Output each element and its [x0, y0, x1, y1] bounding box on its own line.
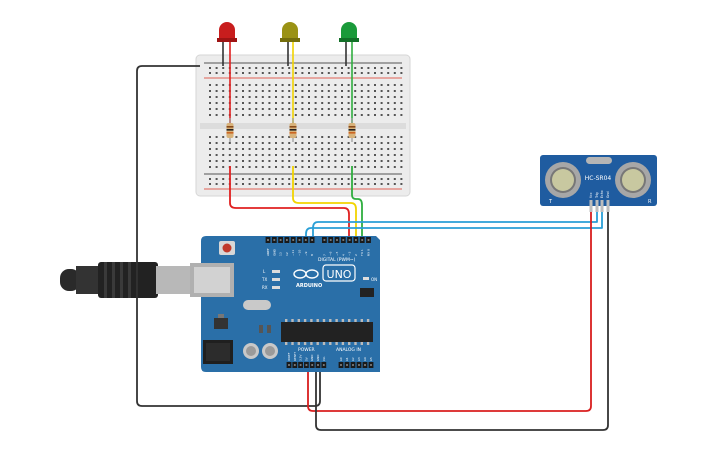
digital-pin-label: 7: [322, 254, 326, 256]
green-led: [339, 22, 359, 42]
yellow-led: [280, 22, 300, 42]
digital-pin-label: ~9: [304, 251, 308, 256]
analog-pin-label: A4: [363, 357, 367, 361]
sensor-gnd-wire: [315, 210, 609, 431]
sensor-pin-vcc: Vcc: [589, 192, 593, 198]
on-label: ON: [371, 277, 377, 282]
analog-pin-label: A3: [357, 357, 361, 361]
analog-pin-label: A5: [369, 357, 373, 361]
sensor-label: HC-SR04: [585, 175, 612, 182]
power-pin-label: RESET: [293, 352, 297, 361]
digital-pin-label: 4: [341, 254, 345, 256]
analog-pin-label: A2: [351, 357, 355, 361]
analog-pin-label: A0: [339, 357, 343, 361]
analog-label: ANALOG IN: [336, 347, 361, 353]
power-pin-label: 5V: [304, 357, 308, 361]
digital-pin-label: 13: [279, 252, 283, 256]
digital-pin-label: ~3: [348, 251, 352, 256]
digital-pin-label: 8: [310, 254, 314, 256]
digital-label: DIGITAL (PWM~): [318, 257, 356, 263]
resistor-green-channel: [348, 118, 356, 142]
power-pin-label: IOREF: [287, 352, 291, 361]
resistor-red-channel: [226, 118, 234, 142]
digital-pin-label: ~6: [329, 251, 333, 256]
breadboard-holes: [209, 67, 403, 185]
sensor-pin-gnd: Gnd: [606, 191, 610, 198]
signal-wires: [229, 166, 603, 238]
power-pin-label: 3.3V: [299, 355, 303, 361]
digital-pin-label: ~5: [335, 251, 339, 256]
led-label-l: L: [263, 269, 266, 274]
sensor-corner-right: R: [648, 199, 652, 205]
digital-pin-label: ~10: [298, 250, 302, 256]
power-pin-label: Vin: [322, 356, 326, 361]
red-led: [217, 22, 237, 42]
power-label: POWER: [298, 347, 315, 353]
arduino-model: UNO: [327, 268, 352, 281]
led-label-rx: RX: [262, 285, 268, 290]
sensor-corner-left: T: [548, 199, 553, 205]
power-pin-label: GND: [316, 355, 320, 361]
led-label-tx: TX: [261, 277, 267, 282]
arduino-uno-board: ARDUINO UNO DIGITAL (PWM~) POWER ANALOG …: [190, 236, 380, 372]
sensor-pin-echo: Echo: [600, 190, 604, 198]
sensor-vcc-wire: [307, 210, 592, 412]
arduino-brand: ARDUINO: [296, 283, 322, 289]
digital-pin-label: RX 0: [367, 249, 371, 256]
power-pin-label: GND: [310, 355, 314, 361]
analog-pin-label: A1: [345, 357, 349, 361]
digital-pin-label: ~11: [291, 250, 295, 256]
digital-pin-label: GND: [272, 248, 276, 256]
resistor-yellow-channel: [289, 118, 297, 142]
digital-pin-label: 12: [285, 252, 289, 256]
ground-wire-breadboard: [136, 65, 321, 407]
sensor-pin-trig: Trig: [595, 192, 599, 199]
led-circuit-wires: [222, 42, 353, 125]
digital-pin-label: TX 1: [360, 249, 364, 257]
breadboard: [195, 54, 411, 197]
digital-pin-label: AREF: [266, 248, 270, 256]
digital-pin-label: 2: [354, 254, 358, 256]
